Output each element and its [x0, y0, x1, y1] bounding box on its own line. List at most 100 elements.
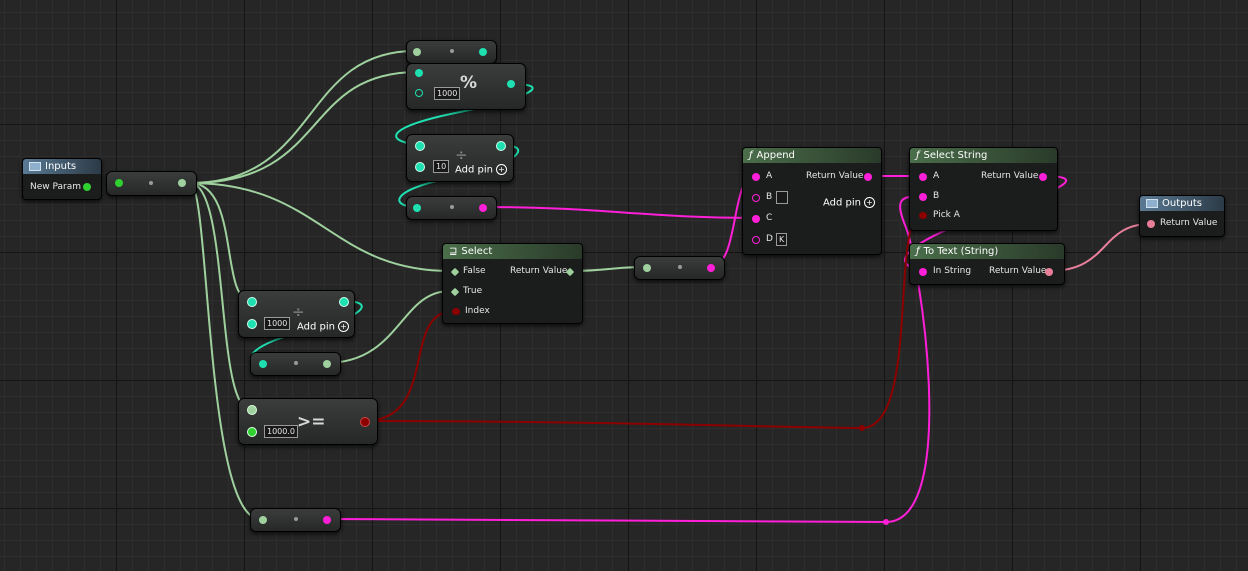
append-return-pin[interactable] [864, 173, 872, 181]
wire-float[interactable] [189, 182, 261, 520]
divide-node[interactable]: 1000 ÷ Add pin+ [238, 290, 355, 338]
compare-node[interactable]: 1000.0 >= [238, 398, 378, 445]
compare-a-pin[interactable] [247, 405, 257, 415]
outputs-node[interactable]: Outputs Return Value [1139, 195, 1225, 237]
wire-text[interactable] [1048, 223, 1151, 272]
outputs-return-pin[interactable] [1147, 220, 1155, 228]
append-a-pin[interactable] [752, 173, 760, 181]
select-string-pick-pin[interactable] [919, 212, 927, 219]
convert-input-pin[interactable] [643, 264, 651, 272]
modulo-node[interactable]: 1000 % [406, 63, 526, 110]
convert-node[interactable] [406, 196, 497, 220]
convert-input-pin[interactable] [259, 360, 267, 368]
divide-b-pin[interactable] [415, 162, 425, 172]
modulo-symbol: % [460, 73, 478, 93]
wire-string[interactable] [325, 195, 931, 524]
convert-input-pin[interactable] [115, 179, 123, 187]
outputs-header: Outputs [1140, 196, 1224, 211]
select-string-return-pin[interactable] [1039, 173, 1047, 181]
convert-node[interactable] [250, 508, 341, 532]
append-d-label: D [766, 234, 773, 244]
append-b-pin[interactable] [752, 194, 760, 202]
select-string-pick-label: Pick A [933, 210, 960, 220]
divide-value-field[interactable]: 10 [433, 160, 450, 173]
convert-output-pin[interactable] [479, 48, 487, 56]
convert-dot [450, 205, 454, 209]
convert-output-pin[interactable] [178, 179, 186, 187]
function-icon: ƒ [749, 150, 753, 161]
append-b-field[interactable] [776, 191, 788, 204]
outputs-title: Outputs [1162, 198, 1202, 209]
modulo-value-field[interactable]: 1000 [434, 87, 461, 100]
convert-input-pin[interactable] [413, 48, 421, 56]
divide-node[interactable]: 10 ÷ Add pin+ [406, 134, 514, 182]
select-true-label: True [463, 286, 483, 296]
compare-value-field[interactable]: 1000.0 [264, 425, 298, 438]
divide-output-pin[interactable] [339, 297, 349, 307]
divide-a-pin[interactable] [247, 297, 257, 307]
select-string-b-pin[interactable] [919, 193, 927, 201]
compare-output-pin[interactable] [360, 417, 370, 427]
reroute-knot[interactable] [859, 425, 865, 431]
select-true-pin[interactable] [450, 287, 460, 297]
wire-float[interactable] [189, 182, 451, 272]
convert-output-pin[interactable] [323, 360, 331, 368]
select-string-a-pin[interactable] [919, 173, 927, 181]
wire-float[interactable] [189, 71, 419, 184]
select-string-title: Select String [923, 150, 988, 161]
convert-input-pin[interactable] [413, 204, 421, 212]
wire-float[interactable] [325, 290, 451, 364]
convert-dot [450, 49, 454, 53]
divide-value-field[interactable]: 1000 [264, 317, 291, 330]
divide-b-pin[interactable] [247, 319, 257, 329]
add-pin-button[interactable]: Add pin+ [823, 197, 876, 209]
to-text-title: To Text (String) [923, 246, 999, 257]
wire-string[interactable] [482, 206, 756, 219]
add-pin-label: Add pin [823, 197, 862, 209]
select-false-pin[interactable] [450, 267, 460, 277]
modulo-output-pin[interactable] [507, 80, 515, 88]
add-pin-button[interactable]: Add pin+ [297, 321, 350, 333]
select-header: ⊒Select [443, 244, 582, 259]
wire-int[interactable] [395, 83, 534, 146]
convert-dot [149, 181, 153, 185]
append-c-pin[interactable] [752, 215, 760, 223]
select-index-pin[interactable] [452, 308, 460, 315]
to-text-return-pin[interactable] [1045, 268, 1053, 276]
select-index-label: Index [465, 306, 490, 316]
convert-node[interactable] [406, 40, 497, 64]
function-icon: ƒ [916, 246, 920, 257]
wire-float[interactable] [189, 182, 251, 410]
reroute-knot[interactable] [883, 519, 889, 525]
divide-a-pin[interactable] [415, 141, 425, 151]
select-node[interactable]: ⊒Select False True Index Return Value [442, 243, 583, 324]
add-pin-button[interactable]: Add pin+ [455, 164, 508, 176]
convert-output-pin[interactable] [323, 516, 331, 524]
convert-input-pin[interactable] [259, 516, 267, 524]
append-d-pin[interactable] [752, 236, 760, 244]
convert-output-pin[interactable] [479, 204, 487, 212]
wire-bool[interactable] [363, 214, 923, 430]
convert-node[interactable] [106, 171, 197, 196]
wire-bool[interactable] [363, 310, 455, 422]
append-d-field[interactable]: K [776, 233, 788, 246]
modulo-a-pin[interactable] [415, 69, 423, 77]
divide-output-pin[interactable] [496, 141, 506, 151]
to-text-in-pin[interactable] [919, 268, 927, 276]
compare-b-pin[interactable] [247, 427, 257, 437]
new-param-output-pin[interactable] [83, 183, 91, 191]
inputs-node[interactable]: Inputs New Param [22, 158, 102, 200]
convert-node[interactable] [250, 352, 341, 376]
select-false-label: False [463, 266, 486, 276]
modulo-b-pin[interactable] [415, 89, 423, 97]
wire-float[interactable] [189, 50, 416, 184]
convert-output-pin[interactable] [707, 264, 715, 272]
convert-node[interactable] [634, 256, 725, 280]
